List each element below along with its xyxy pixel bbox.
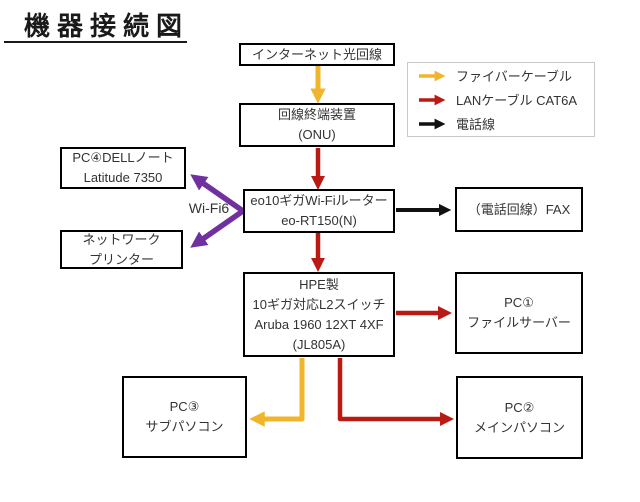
legend-label-lan: LANケーブル CAT6A bbox=[456, 93, 578, 108]
node-line: （電話回線）FAX bbox=[467, 201, 571, 217]
node-pc2-main-pc: PC② メインパソコン bbox=[456, 376, 583, 459]
node-internet-line: インターネット光回線 bbox=[239, 43, 395, 66]
page-title: 機器接続図 bbox=[24, 11, 190, 41]
legend-row-phone: 電話線 bbox=[417, 112, 594, 136]
node-line: サブパソコン bbox=[145, 419, 224, 434]
fiber-arrow-switch-to-pc3 bbox=[249, 358, 305, 427]
fiber-cable-icon bbox=[419, 70, 446, 81]
node-fax: （電話回線）FAX bbox=[455, 187, 583, 232]
node-line: PC③ bbox=[169, 399, 200, 414]
node-line: 回線終端装置 bbox=[277, 107, 356, 122]
node-wifi-router: eo10ギガWi-Fiルーター eo-RT150(N) bbox=[243, 189, 395, 233]
legend: ファイバーケーブル LANケーブル CAT6A 電話線 bbox=[407, 62, 595, 137]
node-line: PC④DELLノート bbox=[72, 150, 174, 165]
node-line: Latitude 7350 bbox=[83, 170, 163, 185]
node-line: 10ギガ対応L2スイッチ bbox=[252, 296, 386, 312]
legend-row-fiber: ファイバーケーブル bbox=[417, 64, 594, 88]
legend-label-phone: 電話線 bbox=[456, 117, 496, 132]
lan-arrow-switch-to-pc2 bbox=[337, 358, 454, 426]
node-line: ファイルサーバー bbox=[467, 315, 571, 330]
node-line: ネットワーク bbox=[82, 231, 161, 247]
node-line: eo-RT150(N) bbox=[281, 213, 357, 228]
legend-row-lan: LANケーブル CAT6A bbox=[417, 88, 594, 112]
node-line: プリンター bbox=[88, 251, 154, 267]
node-line: メインパソコン bbox=[473, 419, 565, 435]
lan-cable-icon bbox=[419, 94, 446, 105]
node-l2-switch: HPE製 10ギガ対応L2スイッチ Aruba 1960 12XT 4XF (J… bbox=[243, 272, 395, 357]
legend-label-fiber: ファイバーケーブル bbox=[456, 69, 572, 84]
node-network-printer: ネットワーク プリンター bbox=[60, 230, 183, 269]
wifi-arrow-router-to-pc4 bbox=[190, 174, 245, 214]
node-pc1-file-server: PC① ファイルサーバー bbox=[455, 272, 583, 354]
node-line: (ONU) bbox=[298, 127, 336, 142]
node-line: HPE製 bbox=[299, 276, 339, 292]
node-line: インターネット光回線 bbox=[251, 46, 382, 62]
title-underline bbox=[4, 41, 187, 43]
node-pc3-sub-pc: PC③ サブパソコン bbox=[122, 376, 247, 458]
node-line: Aruba 1960 12XT 4XF bbox=[254, 316, 384, 332]
node-line: PC① bbox=[504, 295, 534, 310]
node-pc4-dell-note: PC④DELLノート Latitude 7350 bbox=[60, 147, 186, 189]
wifi-arrow-router-to-printer bbox=[190, 208, 245, 248]
wifi6-label: Wi-Fi6 bbox=[188, 200, 230, 216]
node-line: (JL805A) bbox=[292, 336, 346, 352]
node-line: PC② bbox=[504, 399, 535, 415]
phone-line-icon bbox=[419, 118, 446, 129]
node-line: eo10ギガWi-Fiルーター bbox=[250, 193, 388, 208]
node-onu: 回線終端装置 (ONU) bbox=[239, 103, 395, 147]
